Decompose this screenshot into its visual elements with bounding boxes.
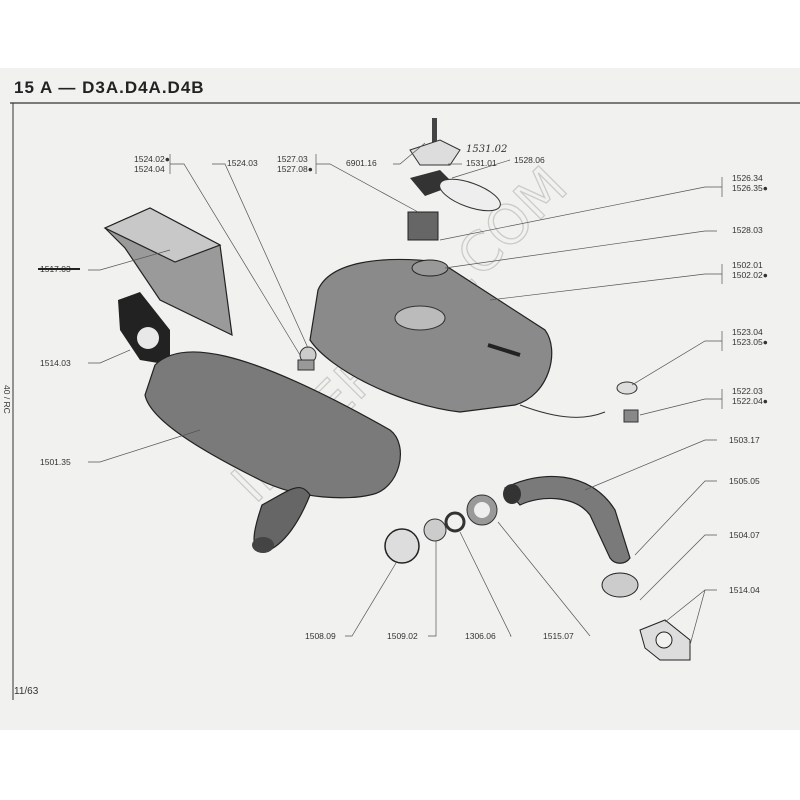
label-1524-04: 1524.04	[134, 164, 165, 174]
margin-note: 40 / RC	[2, 385, 12, 414]
label-1515-07: 1515.07	[543, 631, 574, 641]
label-1505-05: 1505.05	[729, 476, 760, 486]
label-1528-03: 1528.03	[732, 225, 763, 235]
part-labels: 1524.02● 1524.04 1524.03 1527.03 1527.08…	[38, 144, 768, 641]
handwritten-note: 1531.02	[466, 144, 507, 155]
label-1514-04: 1514.04	[729, 585, 760, 595]
label-1524-03: 1524.03	[227, 158, 258, 168]
label-1306-06: 1306.06	[465, 631, 496, 641]
label-6901-16: 6901.16	[346, 158, 377, 168]
label-1531-01: 1531.01	[466, 158, 497, 168]
page-title: 15 A — D3A.D4A.D4B	[14, 78, 205, 97]
filler-assembly	[297, 118, 501, 371]
label-1502-01: 1502.01	[732, 260, 763, 270]
label-1528-06: 1528.06	[514, 155, 545, 165]
page-number: 11/63	[14, 686, 39, 697]
label-1503-17: 1503.17	[729, 435, 760, 445]
label-1522-04: 1522.04●	[732, 396, 768, 406]
cap-parts	[384, 494, 498, 564]
label-1524-02: 1524.02●	[134, 154, 170, 164]
tank-1502	[309, 258, 553, 413]
label-1527-08: 1527.08●	[277, 164, 313, 174]
label-1514-03: 1514.03	[40, 358, 71, 368]
diagram-sheet	[0, 68, 800, 730]
label-1526-35: 1526.35●	[732, 183, 768, 193]
label-1526-34: 1526.34	[732, 173, 763, 183]
label-1504-07: 1504.07	[729, 530, 760, 540]
label-1527-03: 1527.03	[277, 154, 308, 164]
label-1522-03: 1522.03	[732, 386, 763, 396]
filler-neck-1503-17	[503, 475, 691, 661]
label-1508-09: 1508.09	[305, 631, 336, 641]
leader-lines	[88, 142, 723, 646]
label-1509-02: 1509.02	[387, 631, 418, 641]
label-1502-02: 1502.02●	[732, 270, 768, 280]
gasket-1514-03	[118, 292, 170, 365]
label-1523-04: 1523.04	[732, 327, 763, 337]
label-1501-35: 1501.35	[40, 457, 71, 467]
label-1523-05: 1523.05●	[732, 337, 768, 347]
silencer-1501-35	[144, 351, 401, 553]
heat-shield-1517	[103, 207, 233, 337]
